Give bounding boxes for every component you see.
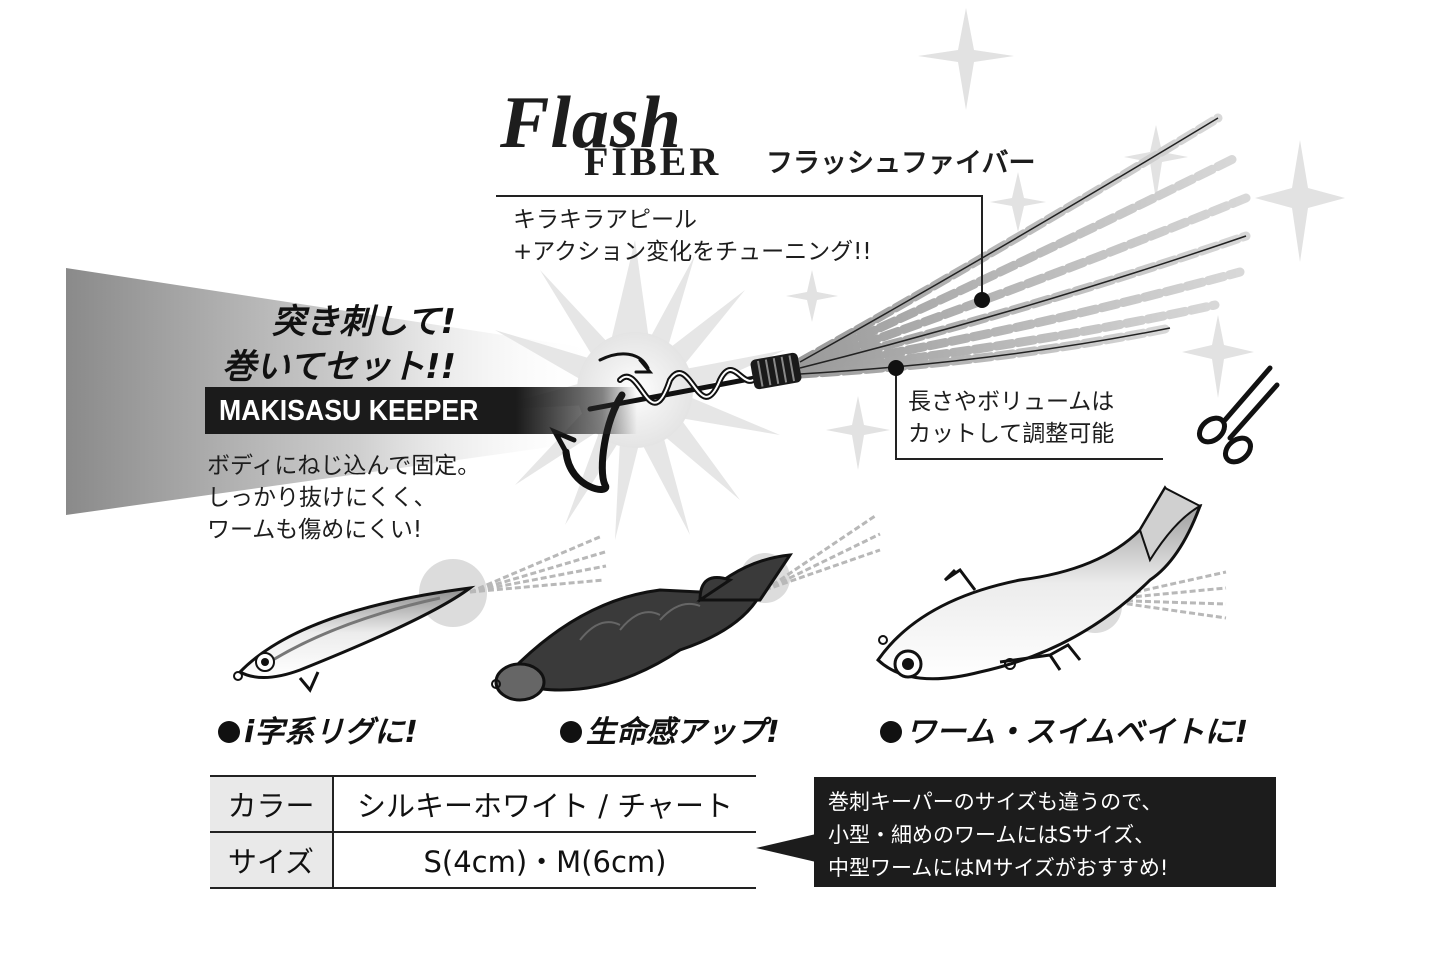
use-label-text: ワーム・スイムベイトに! bbox=[906, 715, 1249, 750]
spec-value: シルキーホワイト / チャート bbox=[333, 775, 756, 833]
table-row: サイズ S(4cm)・M(6cm) bbox=[210, 831, 756, 889]
table-row: カラー シルキーホワイト / チャート bbox=[210, 775, 756, 833]
cut-note: 長さやボリュームは カットして調整可能 bbox=[908, 386, 1114, 450]
size-callout: 巻刺キーパーのサイズも違うので、 小型・細めのワームにはSサイズ、 中型ワームに… bbox=[814, 777, 1276, 887]
use-label-swimbait: ワーム・スイムベイトに! bbox=[880, 715, 1248, 751]
headline-line: 巻いてセット!! bbox=[222, 347, 456, 387]
lure-craw bbox=[491, 514, 881, 702]
keeper-banner bbox=[205, 387, 637, 434]
leader-lines bbox=[496, 195, 1163, 460]
description-line: ボディにねじ込んで固定。 bbox=[207, 453, 481, 479]
brand-kana: フラッシュファイバー bbox=[766, 148, 1036, 179]
cut-line: 長さやボリュームは bbox=[908, 389, 1115, 415]
pointer-dot bbox=[974, 292, 990, 308]
spec-key: サイズ bbox=[210, 831, 334, 889]
sparkle-icon bbox=[786, 8, 1345, 470]
use-label-i-rig: i字系リグに! bbox=[218, 715, 418, 751]
brand-subtitle: FIBER bbox=[584, 139, 722, 184]
use-label-lifelike: 生命感アップ! bbox=[560, 715, 780, 751]
bullet-icon bbox=[560, 721, 582, 743]
spec-key: カラー bbox=[210, 775, 334, 833]
description-line: ワームも傷めにくい! bbox=[207, 517, 423, 543]
callout-line: 小型・細めのワームにはSサイズ、 bbox=[828, 823, 1156, 847]
callout-line: 中型ワームにはMサイズがおすすめ! bbox=[828, 856, 1169, 880]
scissors-icon bbox=[1196, 365, 1280, 465]
brand-script-title: Flash bbox=[500, 82, 682, 164]
bullet-icon bbox=[880, 721, 902, 743]
spec-value: S(4cm)・M(6cm) bbox=[333, 831, 756, 889]
bullet-icon bbox=[218, 721, 240, 743]
appeal-note: キラキラアピール +アクション変化をチューニング!! bbox=[513, 204, 872, 268]
appeal-line: キラキラアピール bbox=[513, 207, 697, 233]
keeper-description: ボディにねじ込んで固定。 しっかり抜けにくく、 ワームも傷めにくい! bbox=[207, 450, 480, 546]
callout-tail bbox=[756, 834, 816, 862]
description-line: しっかり抜けにくく、 bbox=[207, 485, 437, 511]
keeper-headline: 突き刺して! 巻いてセット!! bbox=[200, 300, 456, 390]
use-label-text: i字系リグに! bbox=[244, 715, 418, 750]
headline-line: 突き刺して! bbox=[271, 302, 457, 342]
lure-i-rig bbox=[233, 534, 607, 693]
callout-line: 巻刺キーパーのサイズも違うので、 bbox=[828, 790, 1163, 814]
use-label-text: 生命感アップ! bbox=[586, 715, 780, 750]
appeal-line: +アクション変化をチューニング!! bbox=[513, 239, 872, 265]
keeper-label: MAKISASU KEEPER bbox=[219, 395, 479, 427]
spec-table: カラー シルキーホワイト / チャート サイズ S(4cm)・M(6cm) bbox=[210, 775, 756, 889]
lure-swimbait bbox=[876, 485, 1227, 681]
cut-line: カットして調整可能 bbox=[908, 421, 1115, 447]
pointer-dot bbox=[888, 360, 904, 376]
